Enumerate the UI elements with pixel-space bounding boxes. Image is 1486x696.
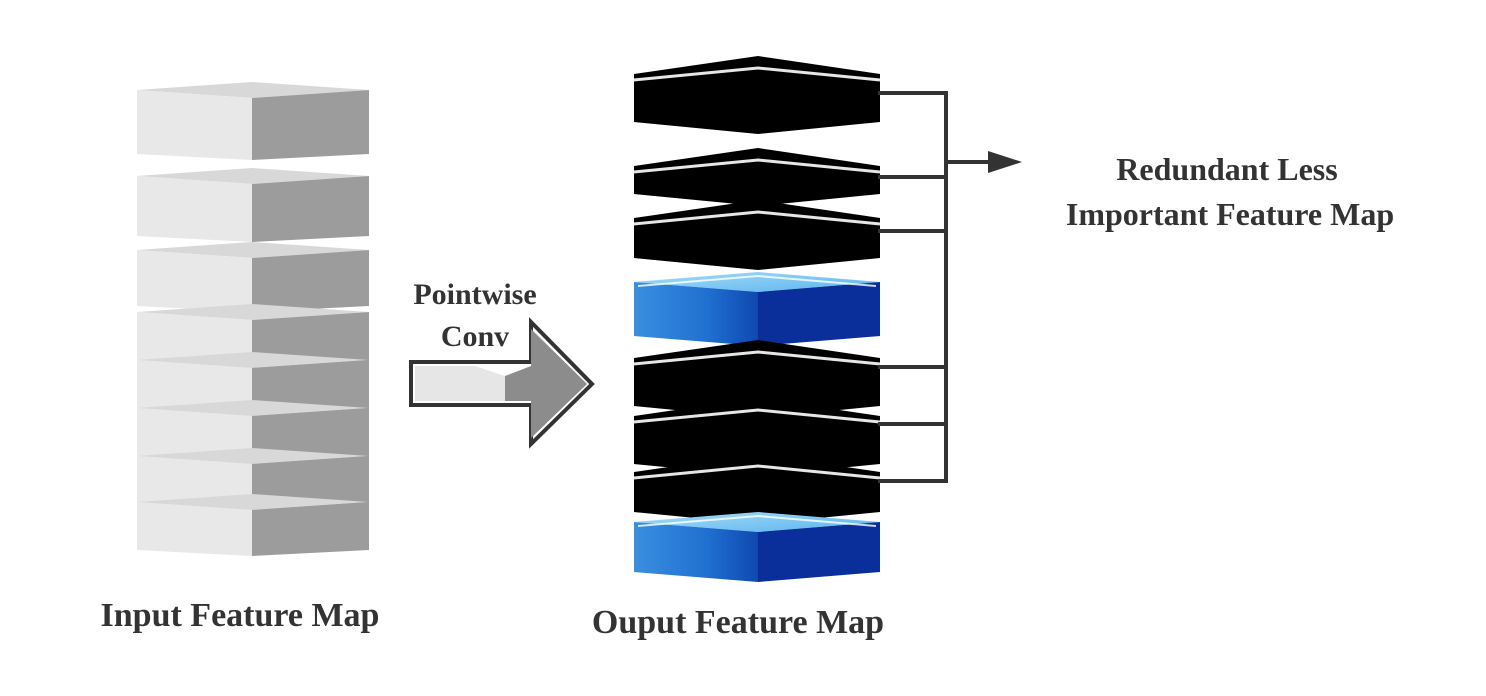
input-slice: [137, 494, 369, 556]
pointwise-conv-arrow: [409, 317, 595, 449]
output-slice-redundant: [633, 200, 881, 270]
input-feature-map-stack: [137, 82, 369, 556]
input-slice: [137, 168, 369, 242]
redundant-label-line2: Important Feature Map: [1066, 196, 1394, 232]
arrow-left-face: [415, 366, 505, 401]
output-feature-map-stack: [633, 56, 881, 582]
redundant-label-line1: Redundant Less: [1116, 151, 1337, 187]
output-slice-important: [634, 512, 880, 582]
output-slice-redundant: [633, 148, 881, 206]
output-slice-redundant: [633, 398, 881, 476]
output-slice-important: [634, 272, 880, 346]
input-slice: [137, 242, 369, 312]
output-feature-map-label: Ouput Feature Map: [592, 604, 884, 641]
input-feature-map-label: Input Feature Map: [101, 597, 380, 634]
output-slice-redundant: [633, 454, 881, 524]
output-slice-redundant: [633, 56, 881, 134]
operation-label-line2: Conv: [441, 320, 509, 353]
input-slice: [137, 448, 369, 510]
operation-label-line1: Pointwise: [413, 278, 536, 311]
connector-arrowhead: [988, 151, 1022, 173]
input-slice: [137, 82, 369, 160]
output-slice-redundant: [633, 340, 881, 418]
redundant-connector: [878, 91, 1022, 483]
arrow-right-face: [505, 329, 587, 438]
